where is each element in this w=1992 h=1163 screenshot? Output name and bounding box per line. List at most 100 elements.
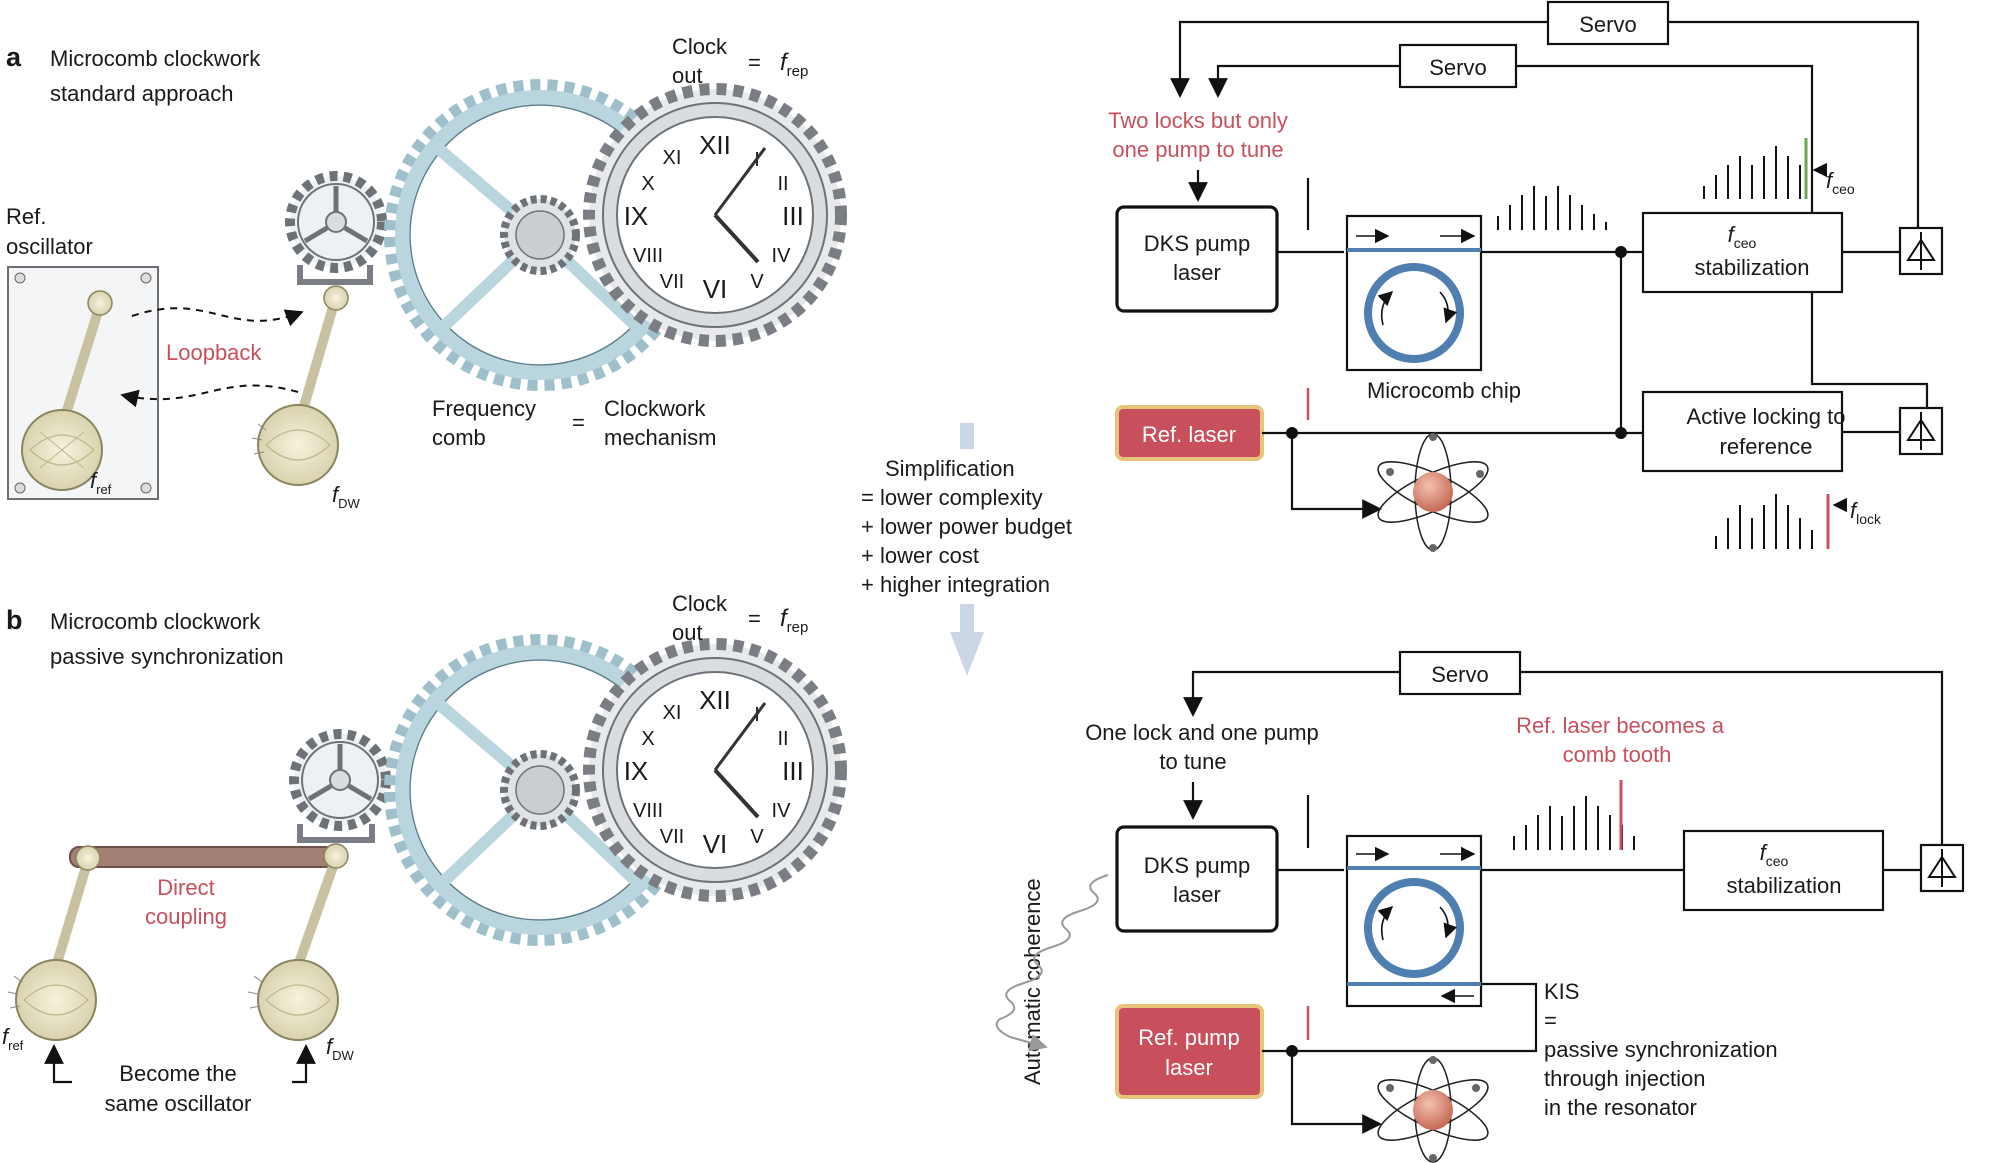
small-gear-b [289, 729, 391, 831]
clock-out-equals-a: = [748, 50, 761, 75]
one-lock-line2: to tune [1159, 749, 1226, 774]
loopback-arrow-back [120, 384, 299, 408]
servo-outer-feedback-right [1668, 20, 1920, 228]
top-right-schematic: Servo Servo Two locks but only one pump … [1108, 0, 1944, 552]
ref-pump-line1: Ref. pump [1138, 1025, 1240, 1050]
fceo-bottom-label: fceo [1760, 840, 1789, 869]
comb-spectrum-bottom [1513, 796, 1635, 850]
svg-text:VI: VI [703, 274, 728, 304]
simplification-line-1: = lower complexity [861, 485, 1043, 510]
two-locks-line1: Two locks but only [1108, 108, 1288, 133]
clockwork-line2: mechanism [604, 425, 716, 450]
panel-a-title-line1: Microcomb clockwork [50, 46, 261, 71]
panel-a: a Microcomb clockwork standard approach … [6, 34, 847, 511]
dw-pendulum-a [251, 265, 373, 486]
bottom-right-schematic: Servo One lock and one pump to tune Ref.… [995, 650, 1965, 1163]
svg-text:VII: VII [660, 271, 684, 293]
active-locking-line2: reference [1720, 434, 1813, 459]
svg-text:VII: VII [660, 826, 684, 848]
svg-text:IV: IV [772, 800, 792, 822]
svg-text:X: X [641, 173, 654, 195]
active-locking-line1: Active locking to [1687, 404, 1846, 429]
clock-out-b-line2: out [672, 620, 703, 645]
clock-out-a-line2: out [672, 63, 703, 88]
become-arrow-left [44, 1044, 72, 1084]
servo-bottom-feedback-right [1520, 670, 1944, 845]
simplification-line-0: Simplification [885, 456, 1015, 481]
dw-pendulum-b [247, 824, 375, 1041]
panel-b-letter: b [6, 605, 23, 635]
clock-face-b: XII III VI IX I II IV V VII VIII X XI [583, 638, 847, 902]
ref-pump-to-atom-arrow [1290, 1051, 1382, 1134]
fceo-stabilization-box [1641, 211, 1844, 294]
clock-out-equals-b: = [748, 606, 761, 631]
fceo-stab-label: stabilization [1695, 255, 1810, 280]
microcomb-chip-label: Microcomb chip [1367, 378, 1521, 403]
active-locking-box [1641, 390, 1844, 473]
photodetector-top [1898, 226, 1944, 276]
svg-text:X: X [641, 728, 654, 750]
two-locks-line2: one pump to tune [1112, 137, 1283, 162]
svg-text:XII: XII [699, 130, 731, 160]
freq-comb-line2: comb [432, 425, 486, 450]
panel-b: b Microcomb clockwork passive synchroniz… [2, 591, 847, 1116]
dks-pump-laser-line2: laser [1173, 260, 1221, 285]
ref-pump-line2: laser [1165, 1055, 1213, 1080]
svg-text:XII: XII [699, 685, 731, 715]
kis-line-4: in the resonator [1544, 1095, 1697, 1120]
photodetector-bottom [1898, 406, 1944, 456]
ref-pendulum-b [7, 845, 101, 1041]
dks-bottom-line2: laser [1173, 882, 1221, 907]
same-oscillator-line2: same oscillator [105, 1091, 252, 1116]
servo-inner-feedback-right [1516, 64, 1929, 408]
svg-text:IX: IX [624, 201, 649, 231]
svg-text:II: II [777, 728, 788, 750]
fceo-bottom-stab-label: stabilization [1727, 873, 1842, 898]
ref-pump-to-chip-line [1262, 982, 1538, 1053]
direct-coupling-line2: coupling [145, 904, 227, 929]
svg-text:IX: IX [624, 756, 649, 786]
auto-coherence-label: Automatic coherence [1020, 878, 1045, 1085]
servo-outer-feedback-left [1170, 20, 1548, 98]
clock-out-a-line1: Clock [672, 34, 728, 59]
panel-a-letter: a [6, 42, 22, 72]
kis-line-3: through injection [1544, 1066, 1705, 1091]
one-lock-line1: One lock and one pump [1085, 720, 1319, 745]
auto-coherence-wavy-arrow [995, 874, 1109, 1052]
f-ref-label-b: fref [2, 1024, 24, 1053]
microcomb-chip-top [1345, 214, 1483, 372]
panel-b-title-line1: Microcomb clockwork [50, 609, 261, 634]
dks-pump-laser-box-bottom [1115, 825, 1279, 933]
simplification-arrow-shaft-top [960, 423, 974, 449]
svg-text:XI: XI [663, 702, 682, 724]
servo-bottom-feedback-left [1183, 670, 1400, 717]
comb-spectrum-top [1497, 186, 1607, 230]
ref-oscillator-label-line2: oscillator [6, 234, 93, 259]
svg-text:II: II [777, 173, 788, 195]
fceo-spectrum-label: fceo [1826, 168, 1855, 197]
kis-line-2: passive synchronization [1544, 1037, 1778, 1062]
fceo-label: fceo [1728, 222, 1757, 251]
svg-text:III: III [782, 756, 804, 786]
split-node-bottom [1615, 427, 1627, 439]
panel-a-title-line2: standard approach [50, 81, 233, 106]
servo-inner-label: Servo [1429, 55, 1486, 80]
fceo-stabilization-box-bottom [1682, 829, 1885, 912]
ref-oscillator-plate [7, 266, 159, 500]
ref-to-atom-arrow [1290, 433, 1382, 519]
flock-spectrum [1715, 494, 1813, 549]
kis-line-1: = [1544, 1008, 1557, 1033]
flock-label: flock [1850, 498, 1882, 527]
dks-bottom-line1: DKS pump [1144, 853, 1250, 878]
simplification-block: Simplification = lower complexity + lowe… [861, 423, 1072, 676]
f-dw-label-a: fDW [332, 482, 361, 511]
loopback-label: Loopback [166, 340, 262, 365]
same-oscillator-line1: Become the [119, 1061, 236, 1086]
clockwork-line1: Clockwork [604, 396, 706, 421]
ref-pump-laser-box [1115, 1004, 1264, 1099]
microcomb-chip-bottom [1345, 834, 1483, 1008]
ref-becomes-line1: Ref. laser becomes a [1516, 713, 1725, 738]
fceo-spectrum [1703, 146, 1813, 199]
clock-face-a: XII III VI IX I II IV V VII VIII X XI [583, 83, 847, 347]
